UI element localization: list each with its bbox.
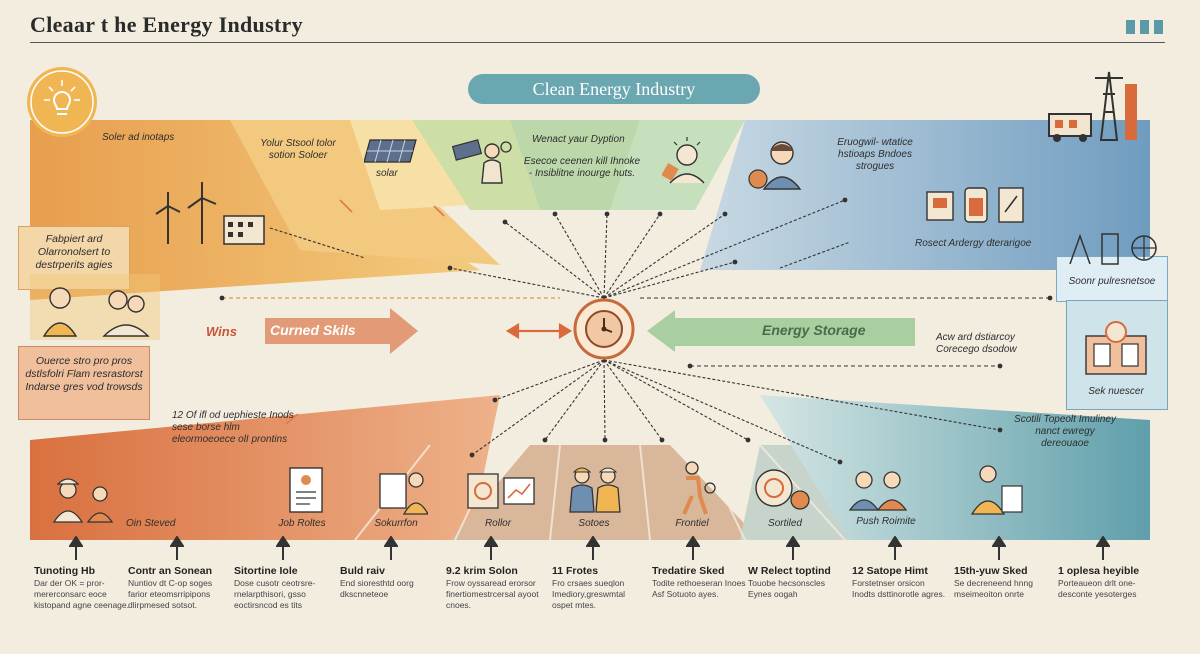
caption-title: Tunoting Hb [34,565,96,577]
caption-title: Tredatire Sked [652,565,725,577]
caption-title: 15th-yuw Sked [954,565,1028,577]
battery-storage-icon [926,187,1024,223]
up-arrow-icon [888,536,902,560]
energy-storage-arrow [647,310,915,352]
window-control-icon[interactable] [1140,20,1149,34]
control-station-icon [1085,321,1147,375]
up-arrow-icon [170,536,184,560]
runner-icon [682,461,716,515]
grid-transmission-icon [1069,233,1157,265]
label-curned-skills: Curned Skils [270,322,356,338]
reporting-icon [379,472,428,515]
label-solar-inotaps: Soler ad inotaps [102,132,175,143]
up-arrow-icon [69,536,83,560]
label-wenact-dyption: Wenact yaur Dyption [532,134,625,145]
label-lower-right: Scotili Topeolt Imuliney nanct ewregy de… [1014,414,1116,449]
right-info-box-bottom [1066,300,1168,410]
caption-text: Dose cusotr ceotrsre- rnelarpthisori, gs… [234,578,316,610]
left-info-box-bottom: Ouerce stro pro pros dstlsfolri Flam res… [18,346,150,420]
caption-text: Fro crsaes sueqlon Imediory,greswmtal os… [552,578,626,610]
band-label-job-roltes: Job Roltes [278,518,326,529]
title-divider [30,42,1165,43]
left-info-box: Fabpiert ard Olarronolsert to destrperit… [18,226,130,290]
wedge-blue-top [700,120,1150,270]
window-control-icon[interactable] [1126,20,1135,34]
hub-icon [573,298,635,360]
solar-panel-icon [364,139,417,163]
wedge-green-3 [610,120,745,210]
caption-text: Dar der OK = pror- mererconsarc eoce kis… [34,578,129,610]
workers-icon [30,274,160,340]
caption-text: Nuntiov dt C-op soges farior eteomsrripi… [128,578,213,610]
label-right-note: Acw ard dstiarcoy Corecego dsodow [936,332,1017,355]
label-solar: solar [376,168,398,179]
engineers-icon [569,467,621,513]
band-label-push-roimite: Push Roimite [856,516,916,527]
caption-title: Sitortine Iole [234,565,298,577]
caption-title: 12 Satope Himt [852,565,928,577]
caption-title: 11 Frotes [552,565,599,577]
dashboard-icon [467,473,535,509]
up-arrow-icon [1096,536,1110,560]
caption-title: 9.2 krim Solon [446,565,518,577]
window-control-icon[interactable] [1154,20,1163,34]
band-label-frontiel: Frontiel [675,518,709,529]
band-label-sortiled: Sortiled [768,518,802,529]
speaking-person-icon [748,141,802,190]
up-arrow-icon [992,536,1006,560]
wedge-solar-2 [230,120,500,265]
up-arrow-icon [484,536,498,560]
construction-workers-icon [52,478,114,523]
band-label-sokurrfon: Sokurrfon [374,518,418,529]
label-right-bottom: Sek nuescer [1088,386,1144,397]
center-title: Clean Energy Industry [468,74,760,104]
resume-icon [289,467,323,513]
caption-text: Porteaueon drlt one- desconte yesoterges [1058,578,1137,599]
caption-text: Forstetnser orsicon Inodts dsttinorotle … [852,578,946,599]
team-icon [848,471,908,511]
band-label-rollor: Rollor [484,518,512,529]
band-label-oin-steved: Oin Steved [126,518,176,529]
up-arrow-icon [384,536,398,560]
thinking-person-icon [662,137,705,184]
up-arrow-icon [586,536,600,560]
label-esecoe: Esecoe ceenen kill Ihnoke - Insiblitne i… [523,156,641,179]
wind-turbine-icon [155,182,265,245]
engineer-solar-icon [452,139,512,184]
up-arrow-icon [686,536,700,560]
label-eruogwil: Eruogwil- wtatice hstioaps Bndoes strogu… [837,137,913,172]
power-plant-icon [1048,71,1137,142]
caption-title: W Relect toptind [748,565,831,577]
label-wins: Wins [206,324,237,339]
caption-text: Touobe hecsonscles Eynes oogah [748,578,826,599]
caption-title: Buld raiv [340,565,385,577]
label-solar-station: Yolur Stsool tolor sotion Soloer [260,138,336,161]
caption-title: Contr an Sonean [128,565,213,577]
caption-text: End sioresthtd oorg dkscnneteoe [340,578,414,599]
target-gear-icon [755,469,810,510]
label-energy-storage: Energy Storage [762,322,866,338]
label-lower-left: 12 Of ifl od uephieste Inods sese borse … [172,410,294,445]
analyst-icon [970,465,1023,515]
wedge-green-2 [510,120,640,210]
caption-title: 1 oplesa heyible [1058,565,1140,577]
up-arrow-icon [786,536,800,560]
lightbulb-icon [27,67,97,137]
label-rosect: Rosect Ardergy dterarigoe [915,238,1032,249]
caption-text: Se decreneend hnng mseimeoiton onrte [954,578,1033,599]
up-arrow-icon [276,536,290,560]
caption-text: Todite rethoeseran Inoes Asf Sotuoto aye… [652,578,746,599]
label-right-top: Soonr pulresnetsoe [1068,276,1156,287]
page-title: Cleaar t he Energy Industry [30,12,303,37]
band-label-sotoes: Sotoes [578,518,610,529]
curned-skills-arrow [265,308,418,354]
caption-text: Frow oyssaread erorsor finertiomestrcers… [446,578,539,610]
